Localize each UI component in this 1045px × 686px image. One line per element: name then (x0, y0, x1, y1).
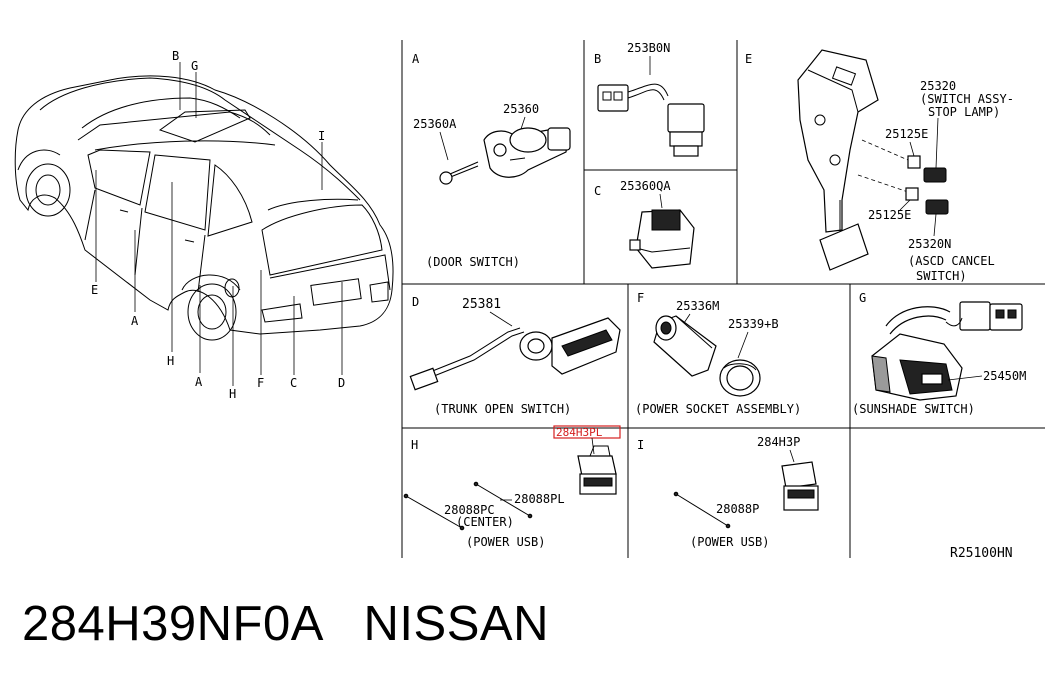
connector-icon (597, 83, 705, 157)
panel-f: F 25336M 25339+B (POWER SOCKET ASSEMBLY) (635, 291, 801, 416)
part-25320-desc-2: STOP LAMP) (928, 105, 1000, 119)
part-25125e-lower[interactable]: 25125E (868, 208, 911, 222)
trunk-switch-icon (409, 317, 621, 391)
panel-g-letter: G (859, 291, 866, 305)
panel-e-letter: E (745, 52, 752, 66)
panel-d-caption: (TRUNK OPEN SWITCH) (434, 402, 571, 416)
callout-e: E (91, 283, 98, 297)
part-25320[interactable]: 25320 (920, 79, 956, 93)
part-253b0n[interactable]: 253B0N (627, 41, 670, 55)
callout-d: D (338, 376, 345, 390)
sunshade-switch-icon (871, 301, 1023, 401)
part-25450m[interactable]: 25450M (983, 369, 1026, 383)
pedal-bracket-icon (797, 49, 879, 271)
panel-f-letter: F (637, 291, 644, 305)
part-25320n-desc-2: SWITCH) (916, 269, 967, 283)
panel-e: E 25320 (SWITCH ASSY- STOP LAMP) 25125E … (745, 49, 1014, 283)
callout-a-2: A (195, 375, 203, 389)
panel-h: H 284H3PL 28088PL 28088PC (CENTER) (POWE… (403, 425, 621, 549)
panel-h-letter: H (411, 438, 418, 452)
callout-f: F (257, 376, 264, 390)
panel-grid (401, 40, 1045, 558)
stop-lamp-switch-icon (905, 155, 949, 215)
part-28088pl[interactable]: 28088PL (514, 492, 565, 506)
callout-b: B (172, 49, 179, 63)
panel-a-letter: A (412, 52, 420, 66)
part-25360[interactable]: 25360 (503, 102, 539, 116)
usb-port-icon (577, 445, 617, 495)
callout-h-2: H (229, 387, 236, 401)
power-socket-icon (653, 315, 761, 397)
diagram-code: R25100HN (950, 546, 1013, 561)
usb-port-icon-2 (781, 461, 819, 511)
panel-c-letter: C (594, 184, 601, 198)
panel-d: D 25381 (TRUNK OPEN SWITCH) (409, 295, 621, 416)
callout-g: G (191, 59, 198, 73)
panel-d-letter: D (412, 295, 419, 309)
callout-i: I (318, 129, 325, 143)
panel-b-letter: B (594, 52, 601, 66)
part-25125e-upper[interactable]: 25125E (885, 127, 928, 141)
parts-diagram: B G I E A H A H F C D A 25360A 25360 ( (14, 40, 1045, 561)
screw-icon (439, 161, 479, 185)
part-28088pc-desc: (CENTER) (456, 515, 514, 529)
footer-brand: NISSAN (363, 597, 549, 651)
panel-i-caption: (POWER USB) (690, 535, 769, 549)
part-25360a[interactable]: 25360A (413, 117, 457, 131)
highlight-box (553, 425, 621, 439)
part-25320n[interactable]: 25320N (908, 237, 951, 251)
panel-g-caption: (SUNSHADE SWITCH) (852, 402, 975, 416)
panel-b: B 253B0N (594, 41, 705, 157)
part-25336m[interactable]: 25336M (676, 299, 719, 313)
panel-h-caption: (POWER USB) (466, 535, 545, 549)
part-284h3p[interactable]: 284H3P (757, 435, 800, 449)
panel-g: G 25450M (SUNSHADE SWITCH) (852, 291, 1026, 416)
part-footer: 284H39NF0A NISSAN (22, 596, 549, 652)
panel-a: A 25360A 25360 (DOOR SWITCH) (412, 52, 571, 269)
part-25339b[interactable]: 25339+B (728, 317, 779, 331)
part-25381[interactable]: 25381 (462, 297, 501, 312)
part-284h3pl-highlighted[interactable]: 284H3PL (556, 426, 603, 439)
panel-a-caption: (DOOR SWITCH) (426, 255, 520, 269)
switch-icon (629, 209, 695, 269)
part-28088p[interactable]: 28088P (716, 502, 759, 516)
callout-c: C (290, 376, 297, 390)
footer-part-number: 284H39NF0A (22, 597, 322, 651)
usb-cable-icon-2 (673, 491, 731, 529)
door-switch-icon (483, 127, 571, 178)
part-25320-desc-1: (SWITCH ASSY- (920, 92, 1014, 106)
panel-c: C 25360QA (594, 179, 695, 269)
vehicle-illustration: B G I E A H A H F C D (14, 49, 394, 401)
callout-h: H (167, 354, 174, 368)
part-28088pc[interactable]: 28088PC (444, 503, 495, 517)
panel-i: I 284H3P 28088P (POWER USB) (637, 435, 819, 549)
panel-i-letter: I (637, 438, 644, 452)
panel-f-caption: (POWER SOCKET ASSEMBLY) (635, 402, 801, 416)
part-25320n-desc-1: (ASCD CANCEL (908, 254, 995, 268)
callout-a: A (131, 314, 139, 328)
part-25360qa[interactable]: 25360QA (620, 179, 671, 193)
